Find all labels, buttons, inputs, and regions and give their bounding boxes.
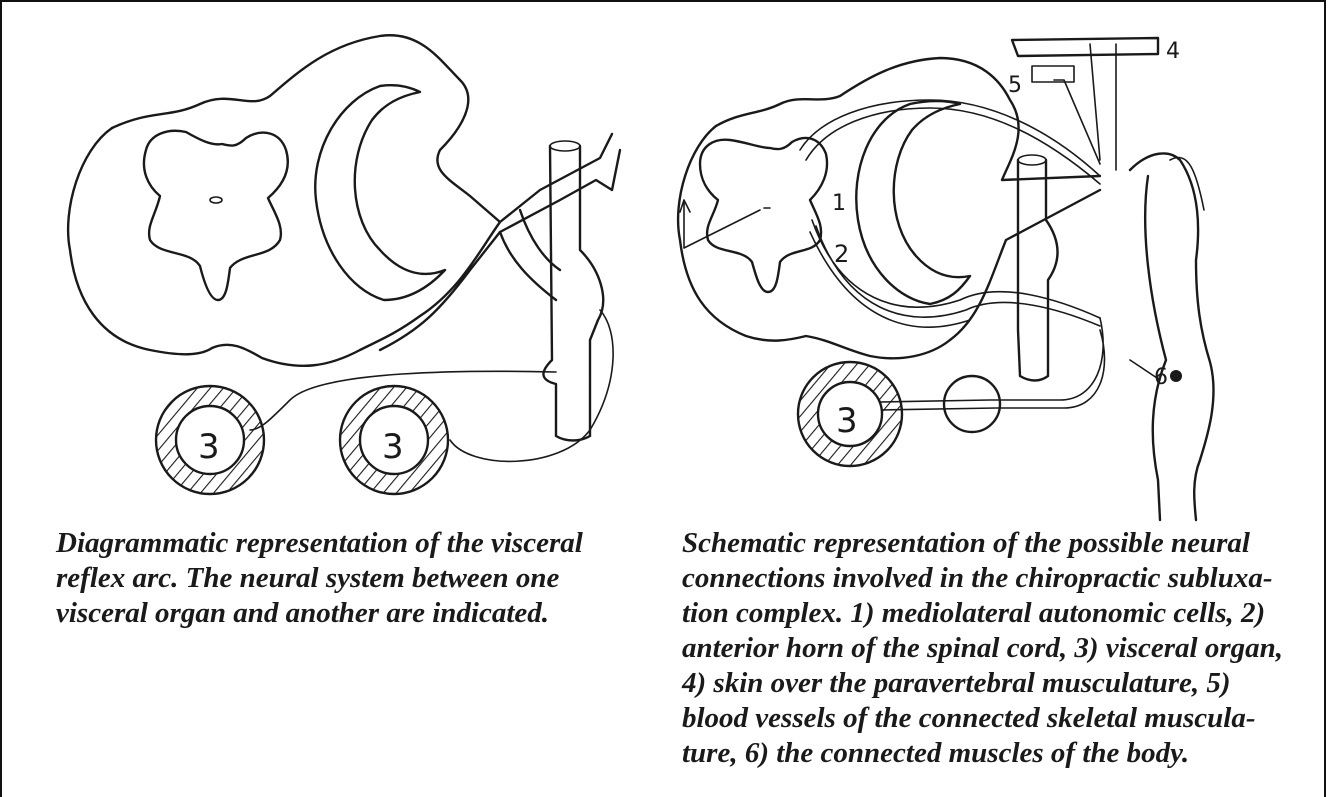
- label-4: 4: [1166, 39, 1180, 64]
- skeletal-muscle: [1130, 153, 1214, 520]
- prevertebral-ganglion: [944, 376, 1000, 432]
- label-6: 6: [1154, 365, 1168, 390]
- label-2: 2: [834, 240, 849, 268]
- sympathetic-chain-right: [1018, 160, 1058, 381]
- label-1: 1: [832, 191, 846, 216]
- cord-outline-right: [678, 126, 1100, 358]
- reflex-arrow: [680, 200, 760, 248]
- caption-left: Diagrammatic representation of the visce…: [56, 526, 616, 631]
- skin-surface: [1012, 38, 1158, 56]
- caption-right: Schematic representation of the possible…: [682, 526, 1302, 771]
- label-3: 3: [836, 401, 858, 441]
- cord-top-right: [716, 58, 1100, 180]
- label-5: 5: [1008, 73, 1022, 98]
- gray-matter-right: [700, 138, 827, 292]
- nerves-to-skin: [1054, 44, 1116, 170]
- neuromuscular-junction: [1170, 370, 1182, 382]
- blood-vessel-box: [1032, 66, 1074, 82]
- ganglion-right: [856, 101, 970, 304]
